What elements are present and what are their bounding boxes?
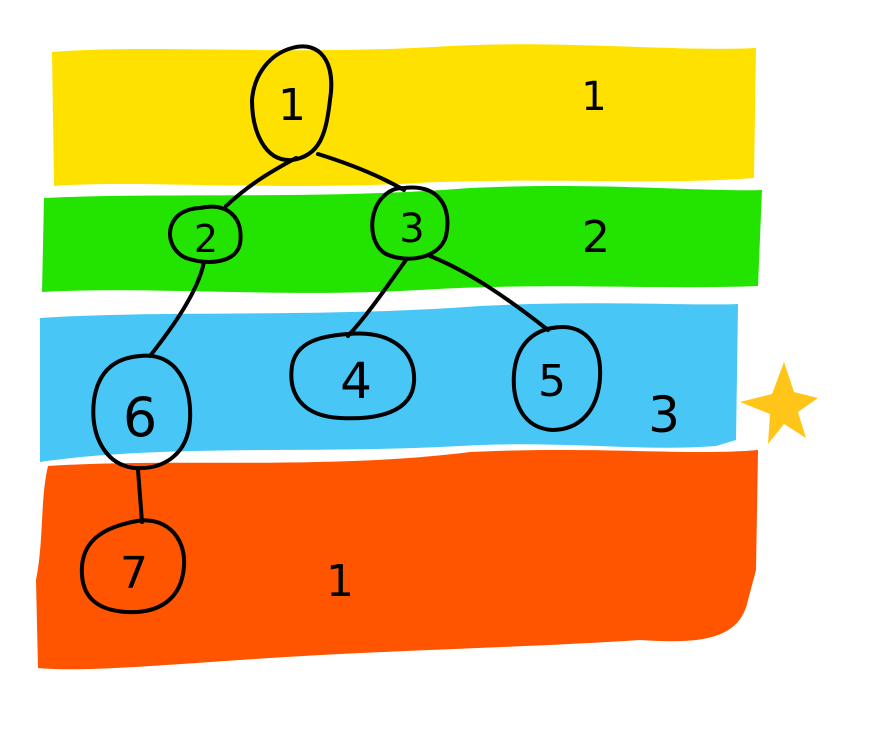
level-band-1 <box>52 44 756 187</box>
node-label: 1 <box>278 80 306 131</box>
edge-3-4 <box>346 258 408 338</box>
node-3-circle <box>370 185 450 261</box>
node-label: 3 <box>399 206 424 252</box>
node-4-circle <box>289 331 417 421</box>
node-7-circle <box>79 518 187 615</box>
level-count: 1 <box>326 556 354 607</box>
level-band-4 <box>36 450 758 670</box>
node-labels: 1 2 3 6 4 5 7 <box>120 80 566 599</box>
star-icon <box>740 362 818 444</box>
node-6-circle <box>91 353 193 471</box>
node-1-circle <box>250 44 334 163</box>
node-label: 5 <box>538 356 566 407</box>
edge-2-6 <box>148 260 206 358</box>
node-label: 2 <box>194 217 218 261</box>
edge-3-5 <box>428 254 550 332</box>
level-counts: 1 2 3 1 <box>326 74 680 607</box>
edge-1-2 <box>224 156 298 208</box>
level-bands <box>36 44 762 670</box>
node-2-circle <box>167 204 243 264</box>
level-count: 1 <box>581 74 606 120</box>
node-label: 7 <box>120 548 148 599</box>
node-5-circle <box>511 325 603 432</box>
node-label: 6 <box>123 386 157 449</box>
level-count: 3 <box>648 386 680 444</box>
tree-edges <box>136 152 550 524</box>
edge-1-3 <box>316 152 406 192</box>
node-label: 4 <box>340 352 372 410</box>
level-count: 2 <box>582 212 610 263</box>
level-band-3 <box>40 303 738 462</box>
tree-nodes <box>79 44 603 615</box>
edge-6-7 <box>136 468 144 524</box>
level-band-2 <box>42 186 762 293</box>
